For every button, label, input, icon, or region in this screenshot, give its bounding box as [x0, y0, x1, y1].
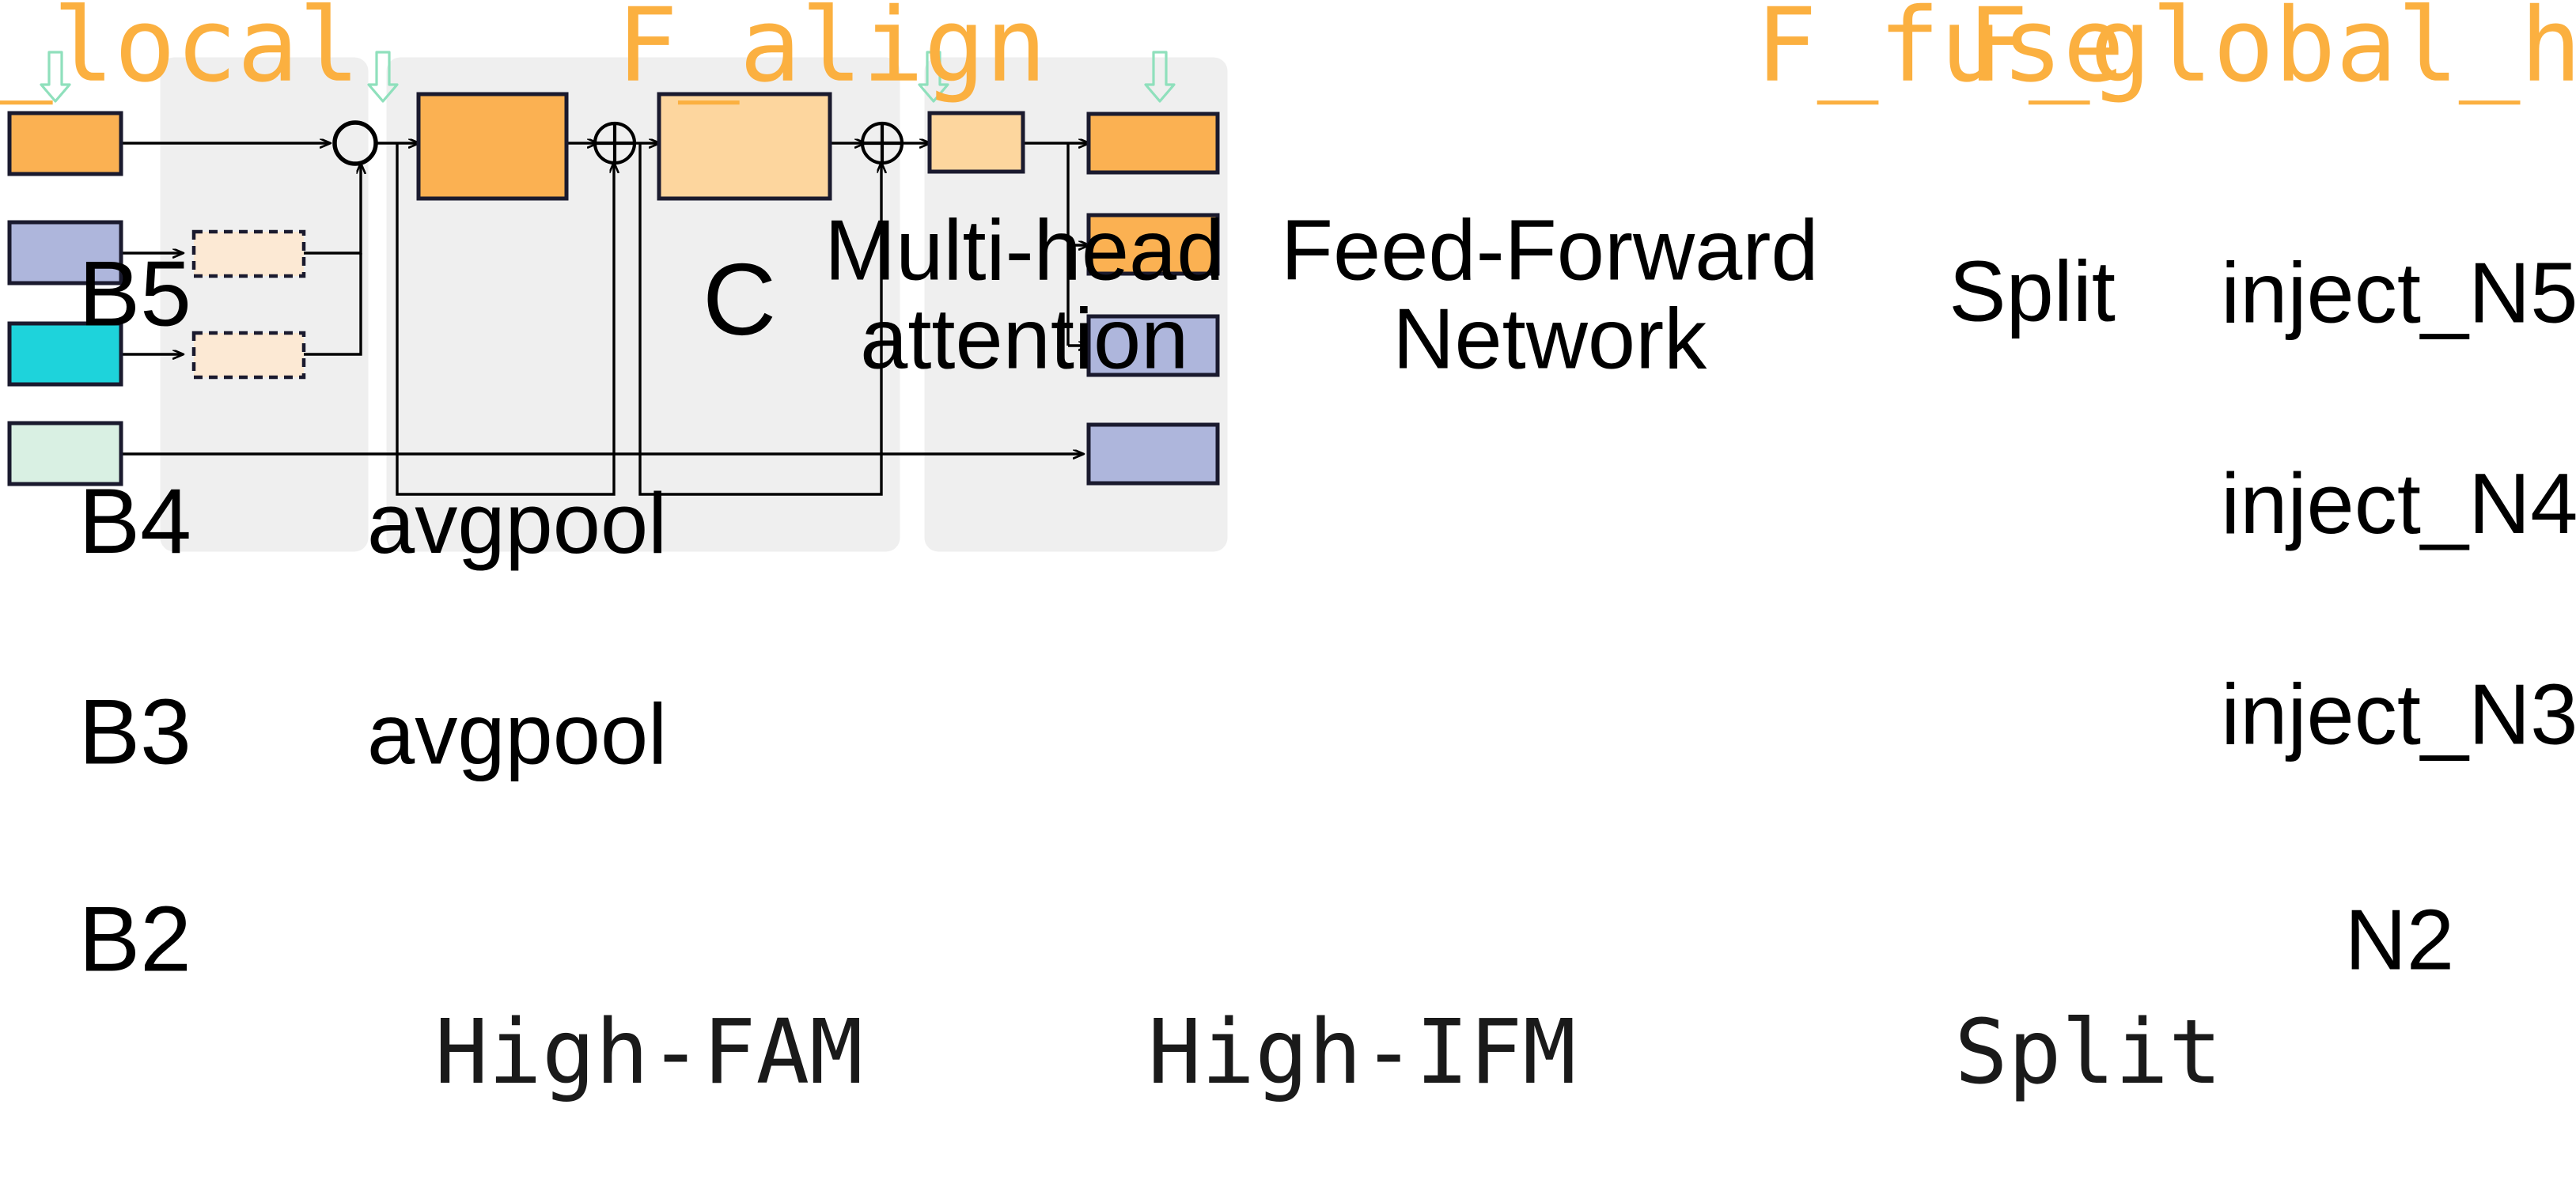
block-b4[interactable]	[7, 220, 123, 286]
block-label-b5: B5	[78, 242, 191, 346]
block-feed-forward-network[interactable]	[657, 92, 832, 201]
block-b5[interactable]	[7, 111, 123, 176]
block-label-attention-line1: Multi-head	[824, 202, 1224, 297]
block-label-inject-n5: inject_N5	[2221, 244, 2576, 340]
block-multi-head-attention[interactable]	[416, 92, 569, 201]
block-label-ffn-line2: Network	[1392, 291, 1707, 387]
block-label-attention-line2: attention	[860, 291, 1188, 387]
block-b2[interactable]	[7, 421, 123, 486]
block-inject-n3[interactable]	[1086, 314, 1220, 377]
block-split[interactable]	[927, 111, 1025, 174]
panel-label-high-fam: High-FAM	[434, 1000, 862, 1104]
connector-group	[121, 143, 1089, 496]
flow-arrow-f-local-icon	[40, 51, 71, 103]
block-label-avgpool-b3: avgpool	[367, 686, 667, 781]
ifm-block-group	[416, 92, 1025, 201]
block-label-ffn-line1: Feed-Forward	[1281, 202, 1819, 297]
block-label-n2: N2	[2345, 892, 2454, 988]
block-b3[interactable]	[7, 321, 123, 387]
avgpool-group	[191, 229, 306, 380]
node-add2-cross	[862, 123, 902, 163]
block-label-avgpool-b4: avgpool	[367, 475, 667, 571]
flow-arrow-f-fuse-icon	[918, 51, 949, 103]
panel-label-split: Split	[1954, 1000, 2222, 1104]
block-n2[interactable]	[1086, 422, 1220, 486]
block-label-split: Split	[1949, 243, 2116, 338]
flow-label-f-local: F_local	[0, 0, 360, 105]
block-label-inject-n4: inject_N4	[2221, 456, 2576, 551]
panel-label-high-ifm: High-IFM	[1148, 1000, 1576, 1104]
block-inject-n4[interactable]	[1086, 213, 1220, 276]
node-concat-circle[interactable]	[332, 120, 378, 166]
output-block-group	[1086, 112, 1220, 486]
block-label-b4: B4	[78, 469, 191, 573]
block-label-b2: B2	[78, 887, 191, 991]
concat-icon: C	[703, 243, 776, 357]
flow-arrow-group	[40, 51, 1176, 103]
flow-label-f-global-high: F_global_high	[1967, 0, 2576, 105]
edge-residual-ffn	[638, 143, 881, 496]
input-block-group	[7, 111, 123, 486]
flow-arrow-f-global-high-icon	[1144, 51, 1176, 103]
node-add1-cross	[595, 123, 635, 163]
text-layer: F_local F_align F_fuse F_global_high B5 …	[0, 0, 2576, 1104]
edge-avgpool-b3-to-concat	[304, 253, 362, 356]
panel-high-fam	[153, 50, 376, 559]
block-avgpool-b4[interactable]	[191, 229, 306, 278]
block-label-b3: B3	[78, 679, 191, 783]
block-label-inject-n3: inject_N3	[2221, 666, 2576, 762]
node-group	[332, 120, 904, 166]
flow-arrow-f-align-icon	[367, 51, 399, 103]
flow-label-f-fuse: F_fuse	[1756, 0, 2124, 105]
block-inject-n5[interactable]	[1086, 112, 1220, 175]
block-avgpool-b3[interactable]	[191, 331, 306, 380]
flow-label-f-align: F_align	[616, 0, 1047, 105]
edge-residual-attention	[396, 143, 614, 496]
